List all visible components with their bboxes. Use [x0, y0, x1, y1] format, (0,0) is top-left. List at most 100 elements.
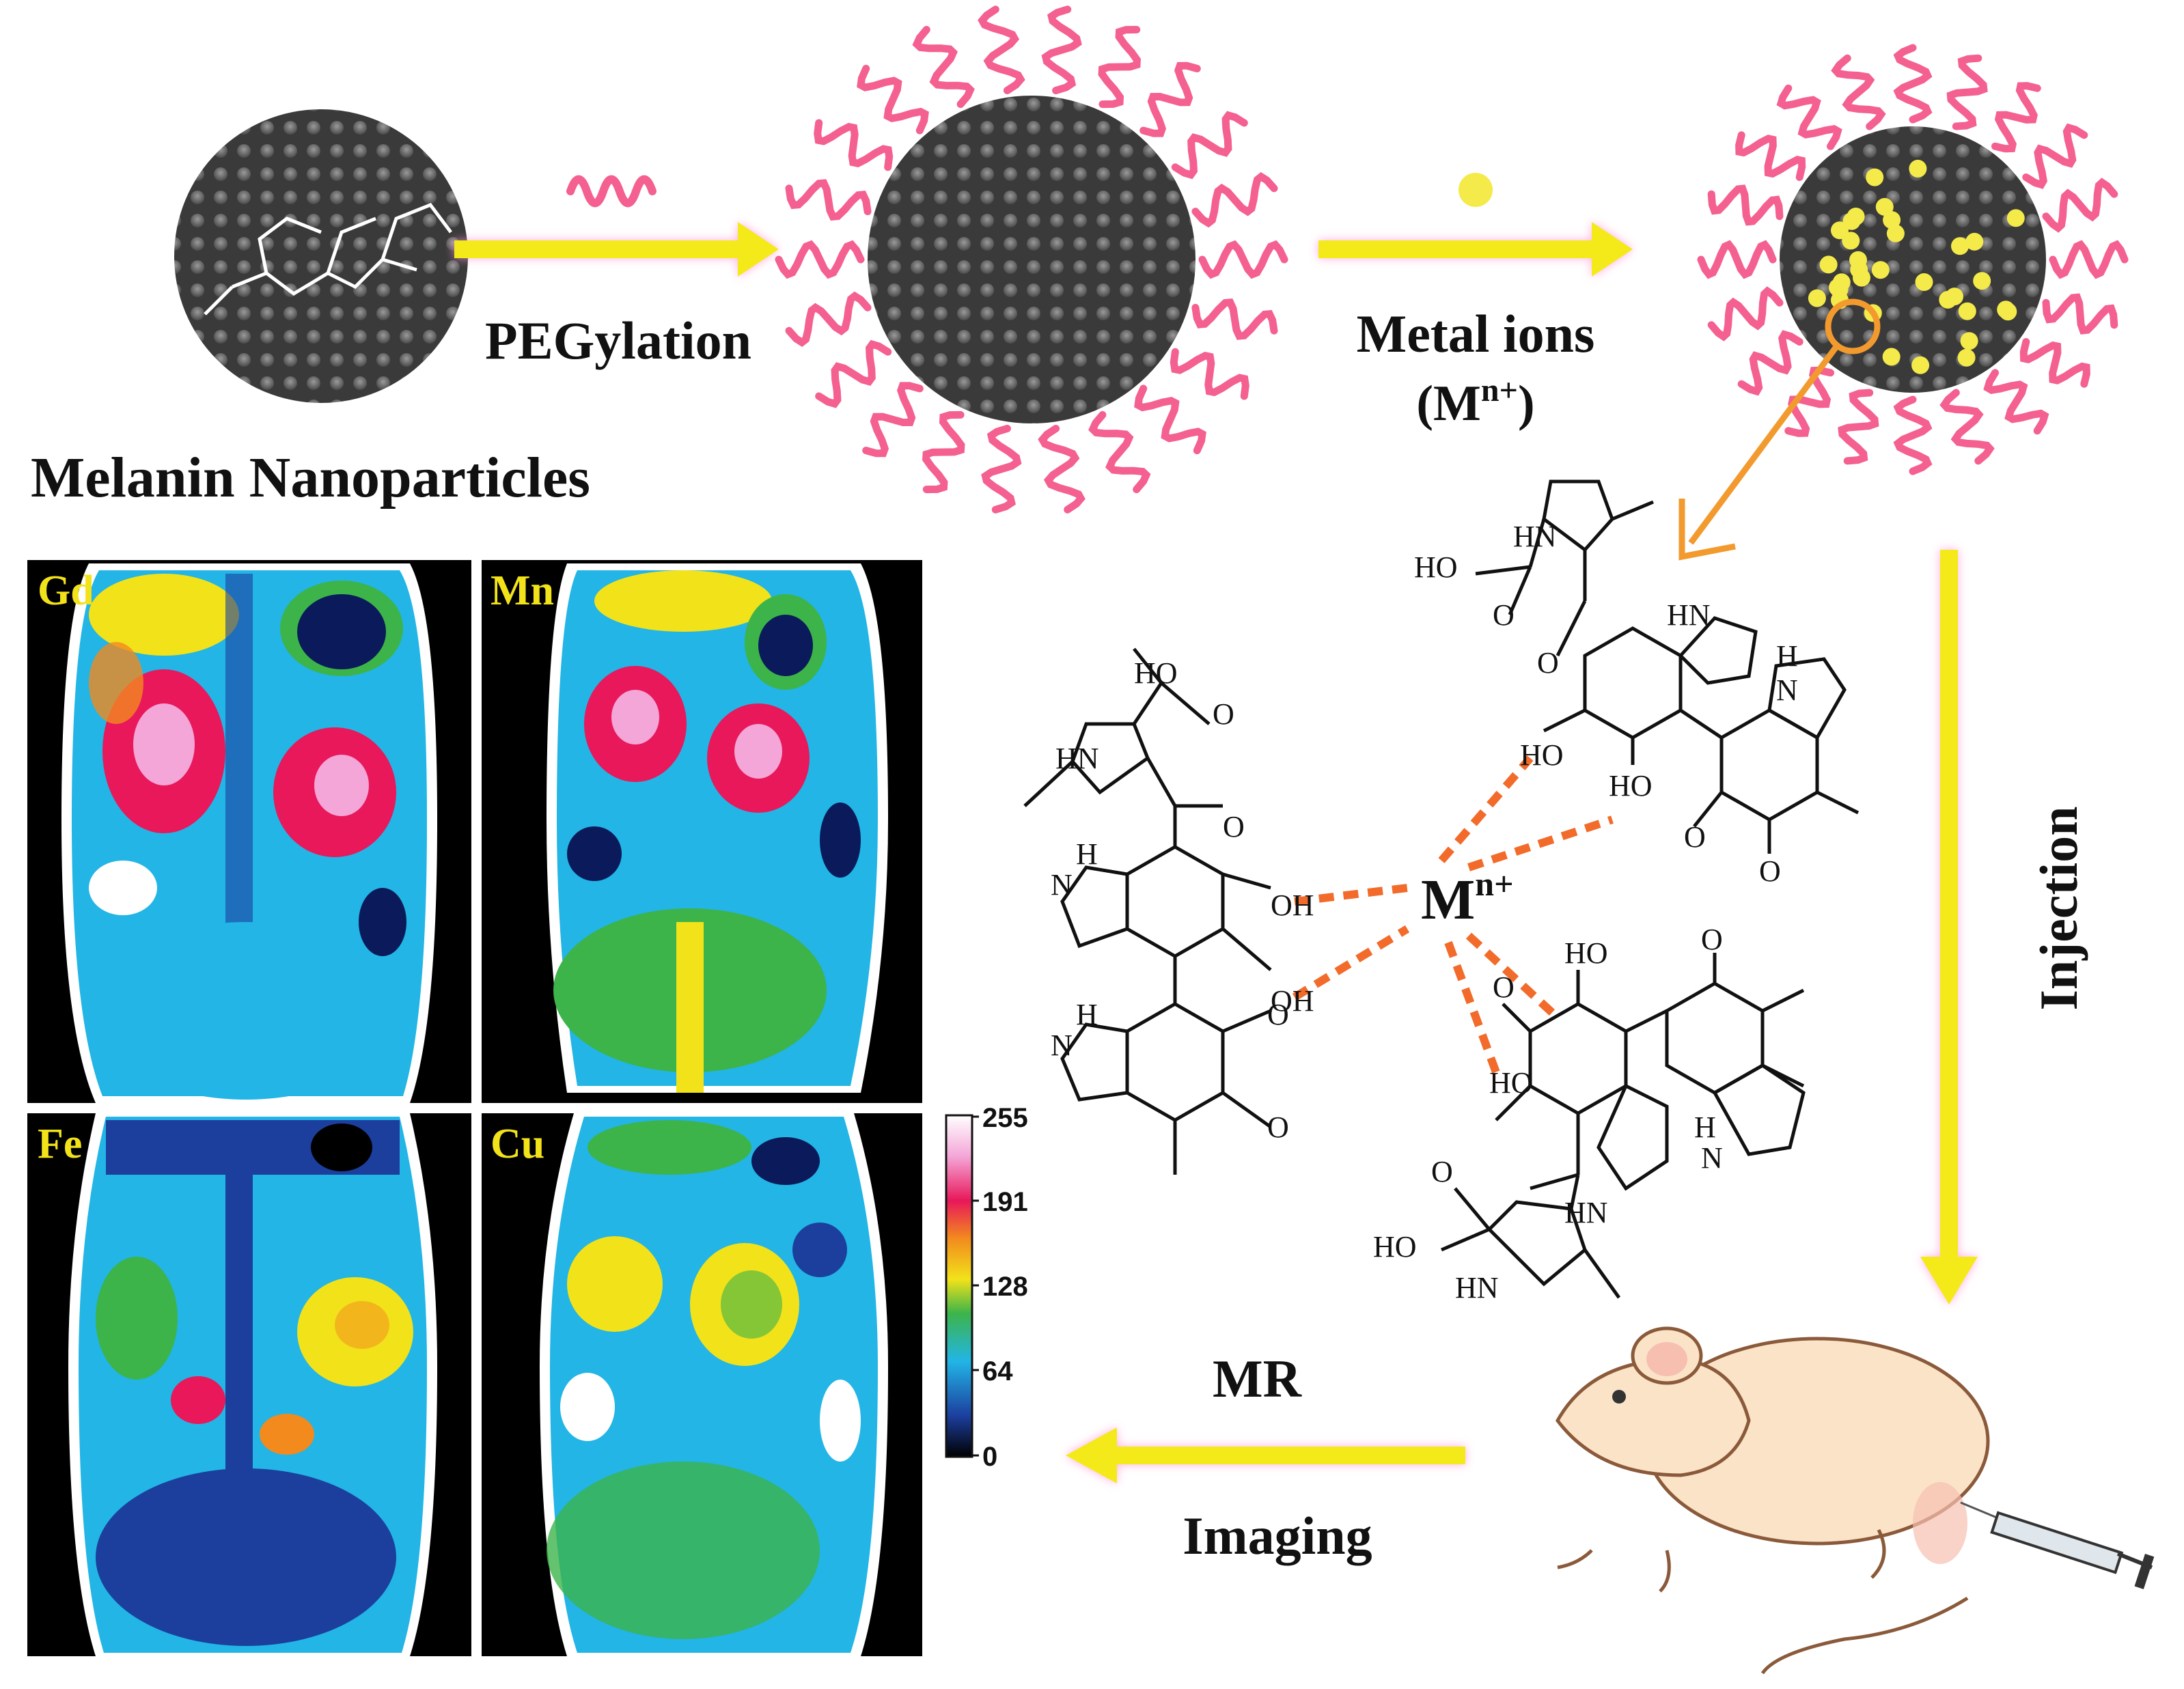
- peg-chain: [2022, 123, 2088, 189]
- metal-ion-dot: [1808, 289, 1826, 307]
- pegylation-label: PEGylation: [485, 311, 751, 370]
- peg-chain: [922, 410, 965, 494]
- peg-corona: [775, 5, 1288, 514]
- svg-text:N: N: [1051, 868, 1073, 902]
- peg-chain: [1737, 330, 1803, 396]
- peg-chain: [1893, 395, 1933, 475]
- metal-ion-dot: [1957, 348, 1976, 367]
- svg-text:HO: HO: [1564, 936, 1608, 970]
- svg-text:O: O: [1267, 1111, 1289, 1144]
- svg-text:N: N: [1776, 673, 1798, 707]
- metal-ion-dot: [1883, 211, 1901, 229]
- peg-chain: [1098, 25, 1141, 109]
- peg-chain: [857, 64, 929, 135]
- peg-chain: [1991, 82, 2041, 153]
- peg-chain: [1134, 385, 1206, 455]
- chelation-structure: [1023, 479, 1860, 1299]
- svg-text:O: O: [1759, 854, 1781, 888]
- peg-chain: [775, 240, 865, 279]
- svg-text:O: O: [1267, 998, 1289, 1031]
- colorbar-tick-128: 128: [982, 1272, 1028, 1302]
- svg-text:HO: HO: [1609, 769, 1653, 802]
- svg-text:HO: HO: [1520, 738, 1564, 772]
- metal-ion-dot: [1871, 261, 1890, 279]
- peg-chain: [2042, 293, 2118, 335]
- panel-tag-gd: Gd: [38, 568, 94, 614]
- svg-text:HO: HO: [1134, 656, 1178, 690]
- metal-ion-dot: [1958, 302, 1976, 320]
- peg-chain: [1735, 131, 1806, 181]
- peg-chain: [1983, 369, 2049, 435]
- colorbar-tick-0: 0: [982, 1442, 997, 1472]
- metal-ion-dot: [1875, 197, 1894, 216]
- peg-chain: [1831, 54, 1886, 130]
- svg-text:N: N: [1051, 1029, 1073, 1062]
- metal-ion-dot: [1915, 273, 1933, 291]
- metal-ion-dot: [1951, 237, 1969, 255]
- pointer-arrow: [1678, 343, 1840, 561]
- peg-chain: [1939, 389, 1995, 465]
- peg-chain: [1139, 61, 1201, 137]
- metal-ion-dot: [1911, 356, 1930, 374]
- peg-chain: [785, 291, 872, 348]
- metal-ion-dots: [1808, 159, 2025, 374]
- peg-chain: [785, 179, 872, 221]
- svg-text:O: O: [1537, 646, 1559, 680]
- metal-ion-dot: [1819, 255, 1838, 274]
- peg-chain: [2049, 240, 2129, 279]
- svg-text:O: O: [1493, 598, 1515, 632]
- atom-labels: HN HO O O HN HO HO H N O O HO O HN O H N…: [1051, 520, 1798, 1304]
- peg-chain: [815, 339, 892, 408]
- metal-ion-dot: [1847, 208, 1865, 225]
- svg-text:O: O: [1223, 810, 1245, 843]
- peg-chain: [1038, 425, 1086, 514]
- peg-chain: [1838, 389, 1879, 465]
- peg-chain: [1776, 84, 1842, 150]
- mri-panel-fe: Fe: [27, 1113, 471, 1656]
- coordination-bonds: [1292, 755, 1614, 1074]
- metal-ion-dot: [1832, 273, 1851, 292]
- svg-text:HO: HO: [1373, 1230, 1417, 1264]
- svg-text:O: O: [1213, 697, 1234, 731]
- arrow-injection: [1920, 550, 1978, 1304]
- peg-chain: [1198, 240, 1288, 279]
- mr-label: MR: [1213, 1349, 1303, 1408]
- mri-panel-mn: Mn: [482, 560, 922, 1103]
- mri-panel-gd: Gd: [27, 560, 471, 1103]
- peg-chain: [1707, 184, 1784, 226]
- peg-chain: [978, 5, 1025, 94]
- metal-ion-dot: [2006, 209, 2025, 227]
- peg-chain: [912, 25, 975, 109]
- svg-text:HO: HO: [1414, 550, 1458, 584]
- svg-text:HO: HO: [1489, 1066, 1533, 1100]
- svg-text:N: N: [1701, 1141, 1723, 1175]
- metal-ion-dot: [1965, 232, 1984, 251]
- melanin-nanoparticle: [174, 109, 468, 403]
- peg-chain: [1170, 348, 1249, 400]
- mouse-illustration: [1556, 1326, 1990, 1675]
- metal-ions-formula: (Mn+): [1416, 372, 1534, 432]
- metal-loaded-nanoparticle: [1697, 44, 2129, 475]
- metal-ions-label: Metal ions: [1357, 304, 1595, 363]
- panel-tag-fe: Fe: [38, 1121, 82, 1167]
- imaging-label: Imaging: [1183, 1506, 1372, 1565]
- arrow-metal-ions: [1318, 222, 1633, 277]
- pegylated-nanoparticle: [775, 5, 1288, 514]
- peg-chain: [1697, 240, 1777, 279]
- peg-chain: [1191, 171, 1278, 228]
- svg-text:HN: HN: [1667, 598, 1711, 632]
- highlight-circle: [1825, 298, 1881, 354]
- svg-text:O: O: [1431, 1155, 1453, 1188]
- colorbar-tick-191: 191: [982, 1187, 1028, 1217]
- metal-ion-icon: [1459, 173, 1493, 207]
- arrow-mr-imaging: [1066, 1427, 1465, 1483]
- peg-chain: [1707, 286, 1784, 341]
- metal-ion-dot: [1831, 221, 1849, 240]
- peg-chain: [1893, 44, 1933, 124]
- colorbar: 255 191 128 64 0: [945, 1103, 1028, 1472]
- metal-ion-dot: [1842, 232, 1860, 250]
- panel-tag-cu: Cu: [490, 1121, 544, 1167]
- peg-chain-icon: [566, 175, 656, 208]
- metal-ion-dot: [1973, 272, 1991, 290]
